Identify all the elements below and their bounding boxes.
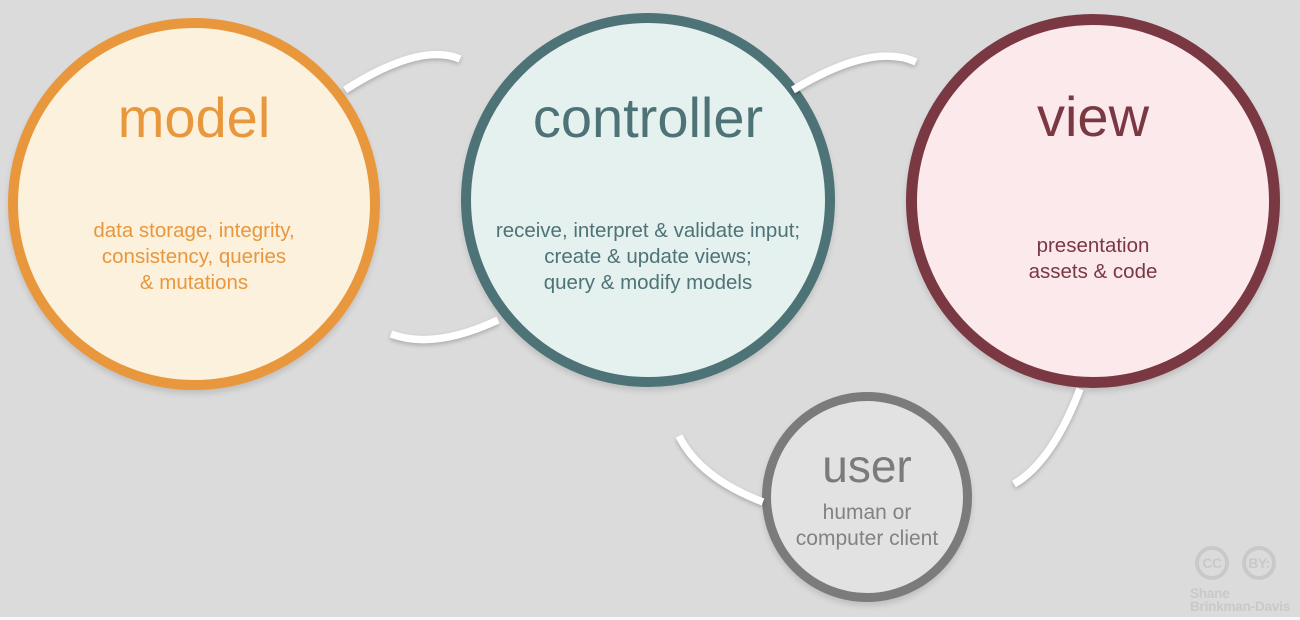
attribution-name-line: Brinkman-Davis	[1190, 598, 1290, 614]
node-model-title: model	[117, 86, 271, 149]
node-description-line: & mutations	[139, 271, 249, 294]
arrow-controller-to-view	[791, 52, 918, 94]
node-model-description: data storage, integrity, consistency, qu…	[18, 218, 370, 296]
node-description-line: presentation	[1036, 234, 1150, 257]
node-model: model data storage, integrity, consisten…	[8, 18, 380, 390]
node-description-line: assets & code	[1028, 260, 1158, 283]
cc-by-icon: BY:	[1242, 546, 1276, 580]
node-description-line: computer client	[795, 527, 939, 550]
node-description-line: consistency, queries	[101, 245, 287, 268]
node-description-line: receive, interpret & validate input;	[495, 219, 801, 242]
node-view-description: presentation assets & code	[917, 233, 1269, 285]
node-user: user human or computer client	[762, 392, 972, 602]
node-description-line: data storage, integrity,	[93, 219, 295, 242]
node-controller-title: controller	[532, 86, 764, 149]
node-description-line: human or	[822, 501, 912, 524]
bottom-edge-highlight	[0, 617, 1300, 620]
node-description-line: create & update views;	[544, 245, 752, 268]
arrow-model-to-controller	[342, 50, 462, 94]
arrow-user-to-controller	[675, 434, 765, 506]
node-controller: controller receive, interpret & validate…	[461, 13, 835, 387]
node-user-title: user	[822, 440, 912, 492]
cc-badges: CC BY:	[1195, 546, 1290, 580]
arrow-controller-to-model	[389, 316, 500, 344]
arrow-view-to-user	[1012, 387, 1084, 488]
attribution: CC BY: Shane Brinkman-Davis	[1190, 546, 1290, 613]
attribution-name-line: Shane	[1190, 586, 1230, 601]
node-view-title: view	[1036, 85, 1150, 148]
node-user-description: human or computer client	[771, 500, 963, 552]
node-controller-description: receive, interpret & validate input; cre…	[471, 218, 825, 296]
node-view: view presentation assets & code	[906, 14, 1280, 388]
node-description-line: query & modify models	[543, 271, 753, 294]
attribution-name: Shane Brinkman-Davis	[1190, 586, 1290, 614]
cc-icon: CC	[1195, 546, 1229, 580]
